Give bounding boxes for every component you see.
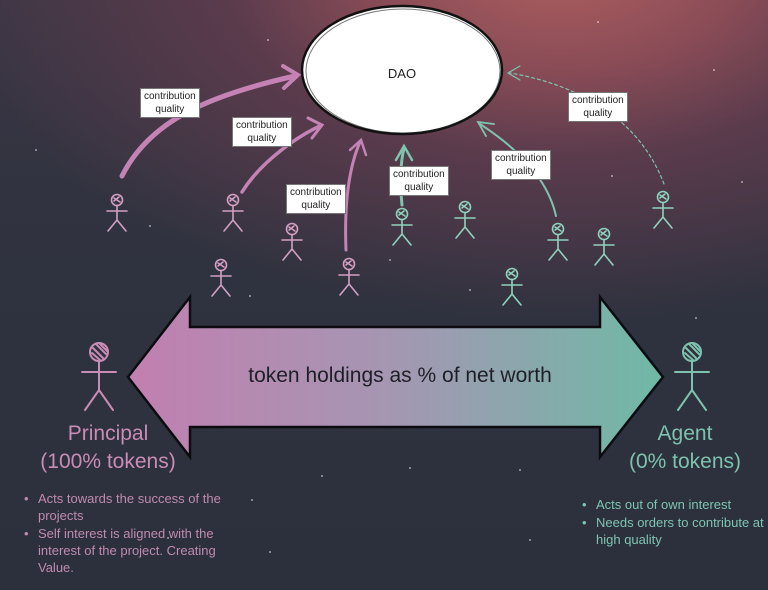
small-figure-teal	[652, 190, 674, 229]
small-figure-pink	[222, 193, 244, 232]
small-figure-teal	[547, 222, 569, 261]
principal-note: Self interest is aligned with the intere…	[22, 525, 222, 576]
contribution-quality-label: contribution quality	[140, 88, 200, 118]
spectrum-label: token holdings as % of net worth	[248, 364, 552, 387]
contribution-quality-label: contribution quality	[232, 117, 292, 147]
small-figure-teal	[593, 227, 615, 266]
contribution-quality-label: contribution quality	[491, 150, 551, 180]
small-figure-teal	[501, 267, 523, 306]
contribution-quality-label: contribution quality	[286, 184, 346, 214]
principal-figure	[81, 342, 117, 411]
agent-note: Needs orders to contribute at high quali…	[580, 514, 768, 548]
contribution-quality-label: contribution quality	[389, 166, 449, 196]
small-figure-pink	[338, 257, 360, 296]
small-figure-teal	[391, 207, 413, 246]
token-holdings-double-arrow	[126, 293, 665, 461]
dao-ellipse	[300, 4, 504, 136]
principal-notes-list: Acts towards the success of the projects…	[22, 490, 222, 577]
agent-notes-list: Acts out of own interest Needs orders to…	[580, 496, 768, 549]
principal-note: Acts towards the success of the projects	[22, 490, 222, 524]
small-figure-pink	[281, 222, 303, 261]
agent-title: Agent (0% tokens)	[628, 422, 742, 473]
small-figure-teal	[454, 200, 476, 239]
contribution-quality-label: contribution quality	[568, 92, 628, 122]
star-dots	[35, 21, 743, 553]
small-figure-pink	[106, 193, 128, 232]
small-figure-pink	[210, 258, 232, 297]
agent-note: Acts out of own interest	[580, 496, 768, 513]
dao-label: DAO	[387, 66, 417, 81]
principal-title: Principal (100% tokens)	[40, 422, 176, 473]
agent-figure	[674, 342, 710, 411]
